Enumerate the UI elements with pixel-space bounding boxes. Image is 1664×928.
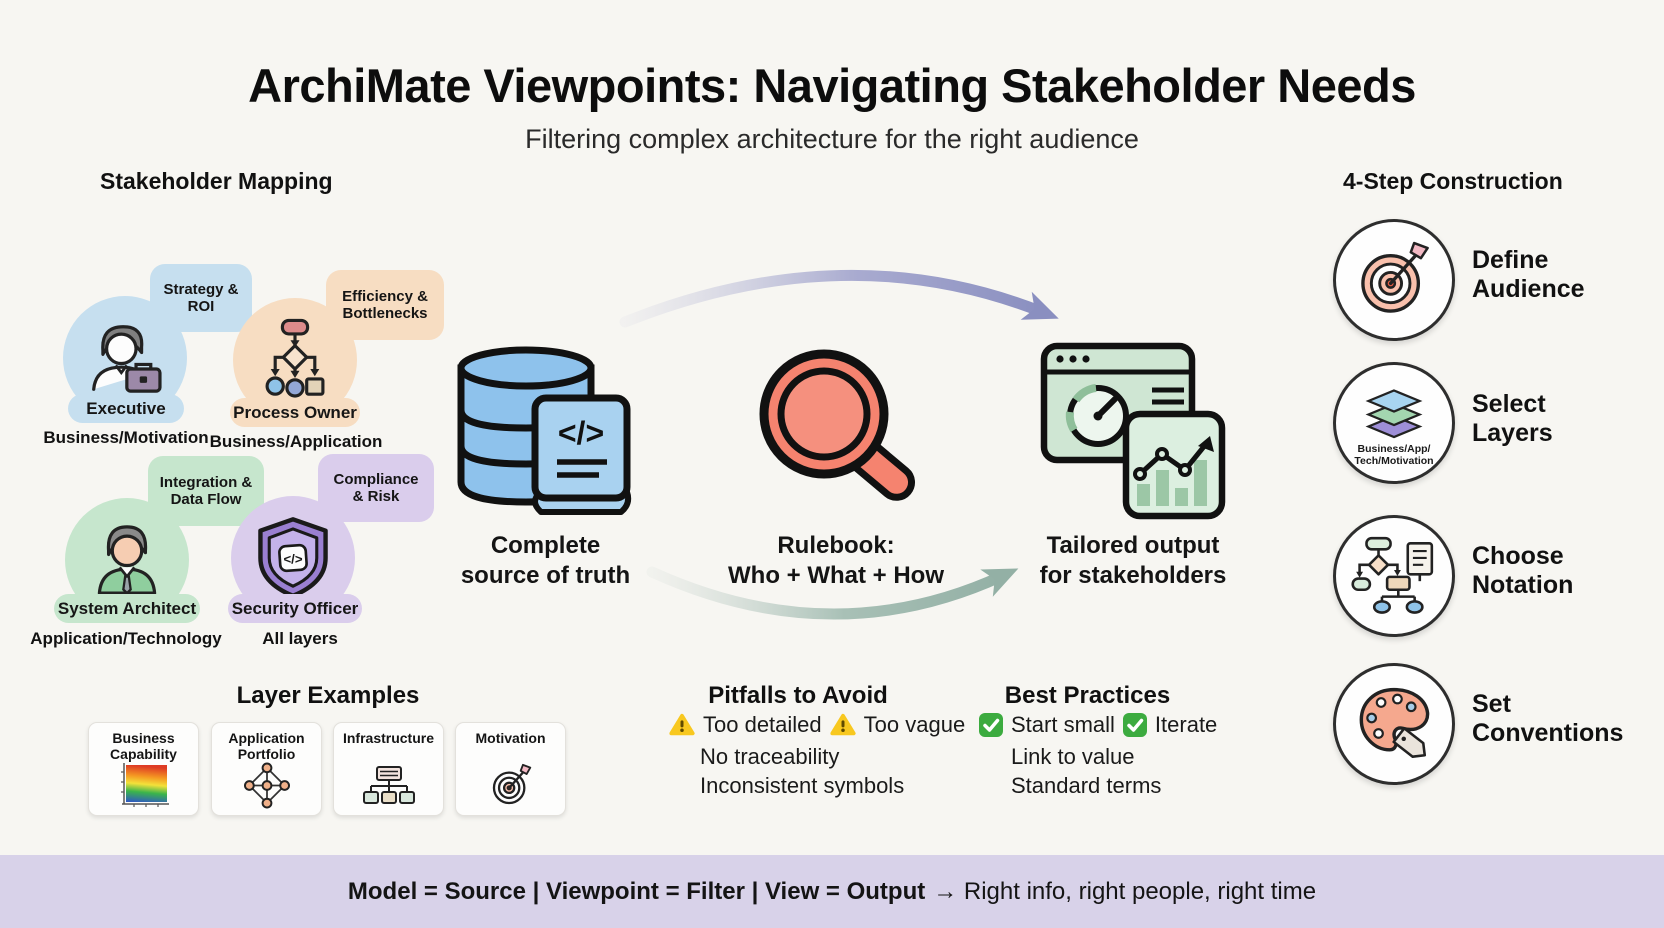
layer-card-label: Application Portfolio <box>228 730 305 762</box>
pitfalls-heading: Pitfalls to Avoid <box>708 682 888 709</box>
layers-icon <box>1365 388 1423 438</box>
architect-person-icon <box>97 525 157 595</box>
layer-card-label: Infrastructure <box>342 730 435 746</box>
warning-icon <box>669 713 695 736</box>
footer-summary-bar: Model = Source | Viewpoint = Filter | Vi… <box>0 855 1664 928</box>
step-label-set-conventions: Set Conventions <box>1472 690 1624 747</box>
pitfalls-line3: Inconsistent symbols <box>700 773 905 798</box>
stakeholder-card-security-officer: Compliance & Risk </> Security Officer A… <box>210 448 435 648</box>
dashboard-icon <box>1040 342 1226 520</box>
footer-tagline: → Right info, right people, right time <box>933 877 1317 905</box>
concern-text: Integration & Data Flow <box>159 474 253 508</box>
stakeholder-scope: Application/Technology <box>30 629 222 648</box>
page-subtitle: Filtering complex architecture for the r… <box>525 124 1139 154</box>
flow-output-line2: for stakeholders <box>1039 562 1227 589</box>
step-circle-set-conventions <box>1333 663 1455 785</box>
pitfall-item: Too detailed <box>703 712 822 737</box>
layer-card-motivation: Motivation <box>455 722 566 816</box>
concern-bubble: Compliance & Risk <box>318 454 434 522</box>
layers-note-line1: Business/App/ <box>1357 442 1431 455</box>
stakeholder-card-process-owner: Efficiency & Bottlenecks Process Owner <box>210 260 444 460</box>
svg-text:</>: </> <box>558 415 604 451</box>
warning-icon <box>830 713 856 736</box>
stakeholder-name-pill: Executive <box>68 394 184 423</box>
svg-text:</>: </> <box>283 551 302 566</box>
database-book-icon: </> <box>457 346 632 515</box>
page-title: ArchiMate Viewpoints: Navigating Stakeho… <box>248 59 1416 112</box>
executive-briefcase-icon <box>92 325 162 393</box>
magnifier-icon <box>759 349 916 501</box>
notation-flowchart-icon <box>1351 536 1434 614</box>
palette-tag-icon <box>1359 687 1430 759</box>
layer-card-label: Business Capability <box>110 730 177 762</box>
flow-source-line2: source of truth <box>460 562 631 589</box>
layer-card-label: Motivation <box>475 730 546 746</box>
stakeholder-scope: Business/Motivation <box>43 428 209 447</box>
layer-card-infrastructure: Infrastructure <box>333 722 444 816</box>
target-icon <box>1361 241 1429 313</box>
server-tree-icon <box>362 766 415 804</box>
flow-output-line1: Tailored output <box>1046 532 1220 559</box>
stakeholder-name-pill: Process Owner <box>230 398 360 427</box>
stakeholder-scope: Business/Application <box>209 432 383 451</box>
arrow-source-to-output-top <box>619 269 1059 328</box>
best-practices-heading: Best Practices <box>1004 682 1171 709</box>
best-practice-item: Iterate <box>1154 712 1218 737</box>
layer-examples-heading: Layer Examples <box>236 682 420 709</box>
concern-text: Compliance & Risk <box>333 471 419 505</box>
stakeholder-card-system-architect: Integration & Data Flow System Architect… <box>30 448 264 648</box>
pitfalls-line2: No traceability <box>700 744 840 769</box>
stakeholder-mapping-heading: Stakeholder Mapping <box>100 168 333 194</box>
security-shield-icon: </> <box>258 517 328 599</box>
layer-card-business-capability: Business Capability <box>88 722 199 816</box>
target-icon <box>492 763 531 805</box>
pitfalls-line1: Too detailed Too vague <box>668 712 965 738</box>
stakeholder-card-executive: Strategy & ROI Executive Business/Motiva… <box>40 260 252 460</box>
best-practice-item: Start small <box>1011 712 1115 737</box>
flow-output-label: Tailored output for stakeholders <box>1013 531 1253 591</box>
step-circle-choose-notation <box>1333 515 1455 637</box>
stakeholder-name: Security Officer <box>231 598 359 618</box>
process-flowchart-icon <box>265 318 325 398</box>
layer-card-application-portfolio: Application Portfolio <box>211 722 322 816</box>
layers-note-line2: Tech/Motivation <box>1354 454 1434 467</box>
flow-rulebook-label: Rulebook: Who + What + How <box>716 531 956 591</box>
stakeholder-name: System Architect <box>57 598 197 618</box>
stakeholder-name-pill: Security Officer <box>228 594 362 623</box>
flow-rulebook-line2: Who + What + How <box>728 562 944 589</box>
step-circle-select-layers: Business/App/ Tech/Motivation <box>1333 362 1455 484</box>
flow-rulebook-line1: Rulebook: <box>777 532 895 559</box>
heatmap-icon <box>120 763 169 807</box>
concern-text: Strategy & ROI <box>163 281 239 315</box>
stakeholder-name: Executive <box>86 398 166 418</box>
construction-heading: 4-Step Construction <box>1343 168 1563 194</box>
pitfall-item: Too vague <box>863 712 966 737</box>
check-icon <box>1122 713 1147 737</box>
stakeholder-name: Process Owner <box>233 402 357 422</box>
flow-source-line1: Complete <box>490 532 601 559</box>
best-practices-line3: Standard terms <box>1011 773 1162 798</box>
best-practices-line2: Link to value <box>1011 744 1135 769</box>
network-graph-icon <box>243 762 290 809</box>
step-label-define-audience: Define Audience <box>1472 246 1585 303</box>
footer-equation: Model = Source | Viewpoint = Filter | Vi… <box>347 877 926 905</box>
stakeholder-scope: All layers <box>262 629 338 648</box>
step-label-choose-notation: Choose Notation <box>1472 542 1574 599</box>
step-circle-define-audience <box>1333 219 1455 341</box>
step-label-select-layers: Select Layers <box>1472 390 1553 447</box>
stakeholder-name-pill: System Architect <box>54 594 200 623</box>
concern-text: Efficiency & Bottlenecks <box>342 288 428 322</box>
check-icon <box>979 713 1003 737</box>
concern-bubble: Strategy & ROI <box>150 264 252 332</box>
best-practices-line1: Start small Iterate <box>978 712 1217 738</box>
flow-source-label: Complete source of truth <box>428 531 663 591</box>
